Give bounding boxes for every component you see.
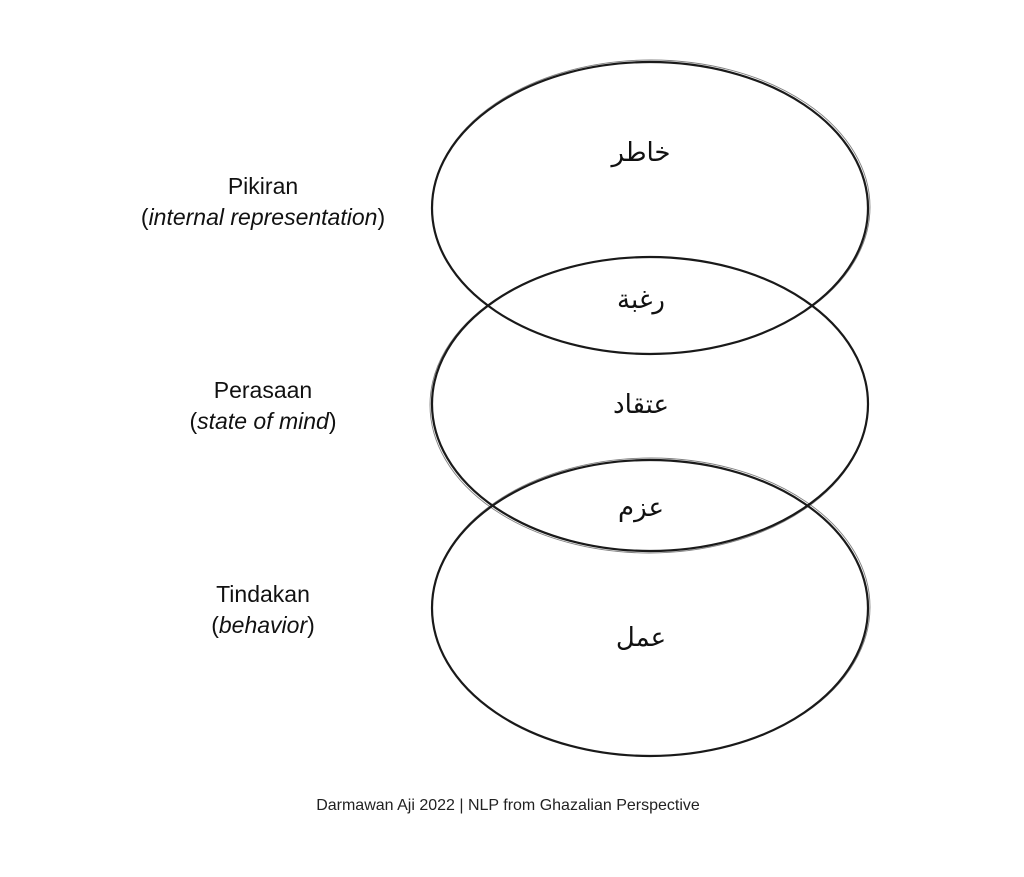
layer-name: Perasaan [213, 377, 313, 403]
open-paren: ( [189, 408, 198, 434]
layer-subtitle-line: (behavior) [170, 610, 356, 641]
open-paren: ( [211, 612, 219, 638]
arabic-term-raghbah: رغبة [617, 285, 665, 315]
close-paren: ) [377, 204, 386, 230]
ellipse-thought-sketch-stroke [431, 59, 871, 355]
layer-name: Tindakan [216, 581, 310, 607]
layer-label-thought: Pikiran (internal representation) [110, 171, 416, 233]
layer-label-action: Tindakan (behavior) [170, 579, 356, 641]
arabic-term-khatir: خاطر [611, 138, 671, 168]
arabic-term-amal: عمل [615, 623, 667, 653]
layer-subtitle-line: (state of mind) [150, 406, 376, 437]
layer-subtitle: behavior [218, 612, 308, 638]
layer-subtitle-line: (internal representation) [110, 202, 416, 233]
ellipse-feeling-sketch-stroke [429, 256, 869, 554]
credit-caption: Darmawan Aji 2022 | NLP from Ghazalian P… [316, 797, 700, 814]
layer-label-feeling: Perasaan (state of mind) [150, 375, 376, 437]
layer-subtitle: state of mind [197, 408, 329, 434]
layer-subtitle: internal representation [148, 204, 378, 230]
ellipse-action-sketch-stroke [431, 457, 871, 757]
arabic-term-itiqad: عتقاد [612, 390, 669, 420]
close-paren: ) [328, 408, 337, 434]
close-paren: ) [307, 612, 315, 638]
open-paren: ( [140, 204, 149, 230]
arabic-term-azm: عزم [618, 493, 664, 523]
layer-name: Pikiran [227, 173, 299, 199]
